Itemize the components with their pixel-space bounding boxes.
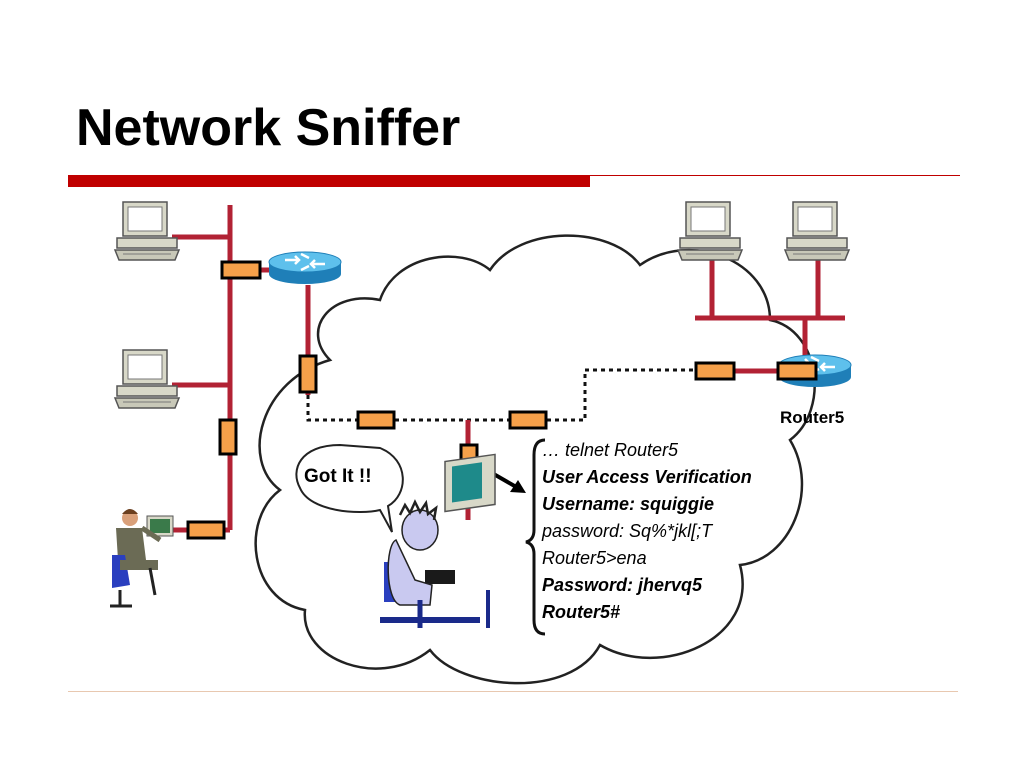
speech-text: Got It !! xyxy=(304,466,372,487)
terminal-line: … telnet Router5 xyxy=(542,440,679,460)
packet-icon xyxy=(186,520,226,540)
terminal-line: Router5>ena xyxy=(542,548,647,568)
packets xyxy=(186,260,818,540)
terminal-text: … telnet Router5 User Access Verificatio… xyxy=(541,440,752,622)
pc-icon xyxy=(677,201,743,261)
slide-title: Network Sniffer xyxy=(76,99,461,157)
terminal-line: Password: jhervq5 xyxy=(542,575,703,595)
pc-icon xyxy=(114,349,180,409)
terminal-line: Router5# xyxy=(542,602,620,622)
packet-icon xyxy=(220,260,262,280)
terminal-line: Username: squiggie xyxy=(542,494,714,514)
terminal-line: User Access Verification xyxy=(542,467,752,487)
packet-icon xyxy=(508,410,548,430)
router-label: Router5 xyxy=(780,408,844,427)
packet-icon xyxy=(356,410,396,430)
remote-user-icon xyxy=(110,509,174,608)
title-underline-thin xyxy=(590,175,960,176)
packet-icon xyxy=(694,361,736,381)
title-underline xyxy=(68,175,590,187)
footer-rule xyxy=(68,691,958,692)
pc-icon xyxy=(784,201,850,261)
sniffer-person-icon xyxy=(380,453,496,628)
pc-icon xyxy=(114,201,180,261)
packet-icon xyxy=(776,361,818,381)
terminal-line: password: Sq%*jkl[;T xyxy=(541,521,714,541)
packet-icon xyxy=(298,354,318,394)
speech-bubble xyxy=(295,443,404,533)
router-icon xyxy=(267,250,343,286)
packet-icon xyxy=(218,418,238,456)
